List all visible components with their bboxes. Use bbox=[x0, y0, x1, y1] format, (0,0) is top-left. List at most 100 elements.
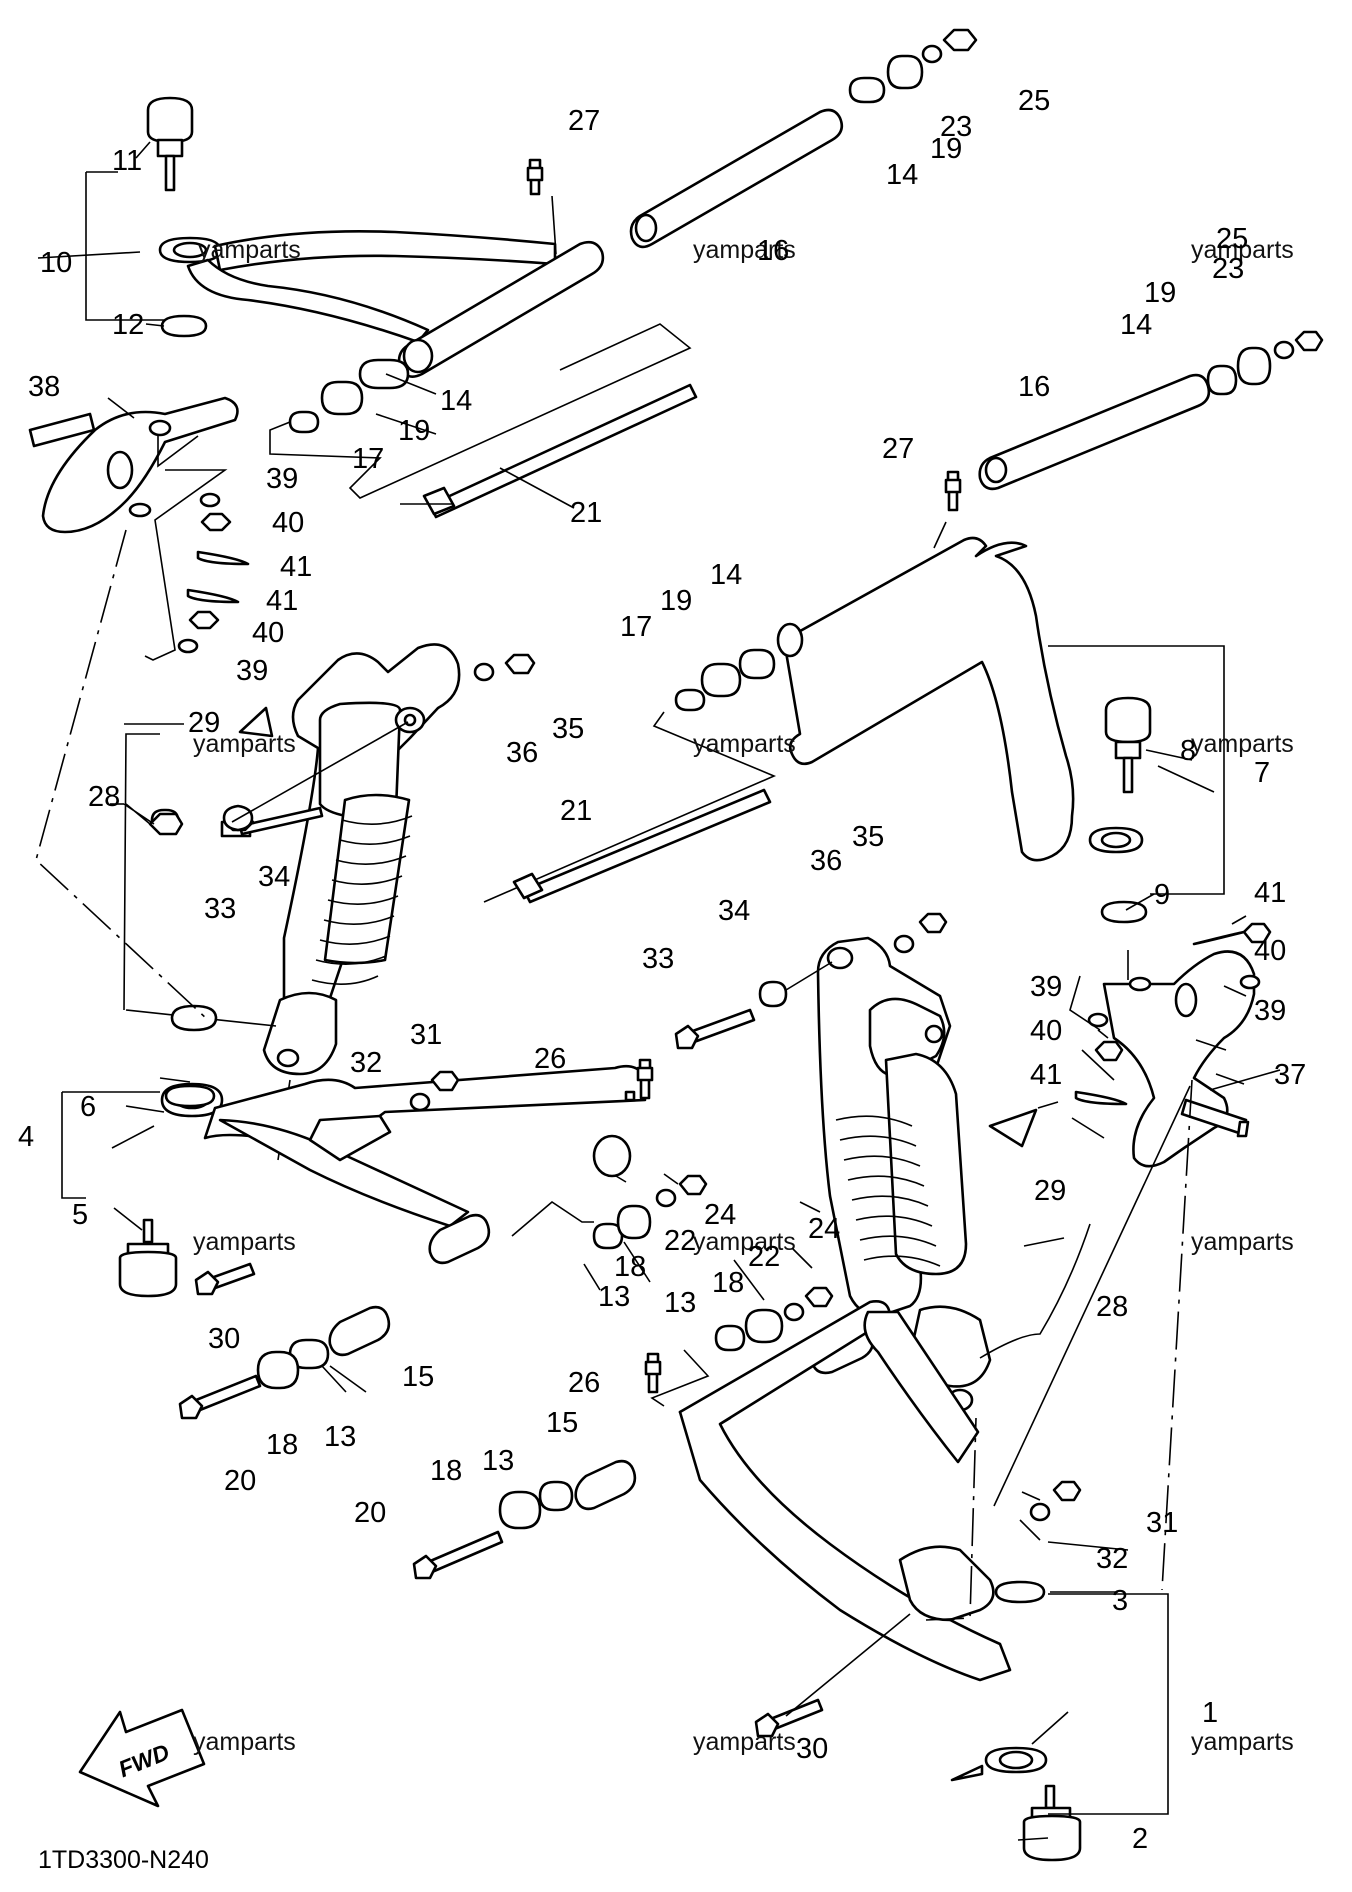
callout-18: 18 bbox=[614, 1251, 646, 1283]
callout-1: 1 bbox=[1202, 1697, 1218, 1729]
hardware-left-column bbox=[177, 492, 250, 654]
callout-41: 41 bbox=[266, 585, 298, 617]
watermark-text: yamparts bbox=[193, 730, 296, 758]
callout-28: 28 bbox=[1096, 1291, 1128, 1323]
callout-31: 31 bbox=[1146, 1507, 1178, 1539]
callout-14: 14 bbox=[886, 159, 918, 191]
callout-12: 12 bbox=[112, 309, 144, 341]
upper-arm-right bbox=[776, 330, 1324, 924]
callout-3: 3 bbox=[1112, 1585, 1128, 1617]
callout-39: 39 bbox=[1254, 995, 1286, 1027]
callout-28: 28 bbox=[88, 781, 120, 813]
callout-13: 13 bbox=[664, 1287, 696, 1319]
callout-9: 9 bbox=[1154, 879, 1170, 911]
callout-4: 4 bbox=[18, 1121, 34, 1153]
bushings-mid-upper bbox=[674, 648, 776, 712]
lower-bushings-mid bbox=[592, 1174, 708, 1250]
callout-41: 41 bbox=[280, 551, 312, 583]
drawing-code: 1TD3300-N240 bbox=[38, 1846, 209, 1874]
callout-41: 41 bbox=[1254, 877, 1286, 909]
callout-17: 17 bbox=[352, 443, 384, 475]
hardware-right-column bbox=[1074, 922, 1272, 1106]
callout-36: 36 bbox=[506, 737, 538, 769]
leader-lines bbox=[37, 141, 1281, 1841]
watermark-text: yamparts bbox=[193, 1228, 296, 1256]
callout-29: 29 bbox=[188, 707, 220, 739]
shock-absorber-left bbox=[262, 643, 461, 1076]
watermark-text: yamparts bbox=[693, 236, 796, 264]
callout-36: 36 bbox=[810, 845, 842, 877]
callout-21: 21 bbox=[570, 497, 602, 529]
callout-8: 8 bbox=[1180, 735, 1196, 767]
callout-23: 23 bbox=[1212, 253, 1244, 285]
callout-24: 24 bbox=[808, 1213, 840, 1245]
callout-40: 40 bbox=[252, 617, 284, 649]
callout-17: 17 bbox=[620, 611, 652, 643]
callout-27: 27 bbox=[568, 105, 600, 137]
watermarks: yamparts yamparts yamparts yamparts yamp… bbox=[193, 236, 1294, 1756]
watermark-text: yamparts bbox=[693, 1228, 796, 1256]
callout-2: 2 bbox=[1132, 1823, 1148, 1855]
callout-10: 10 bbox=[40, 247, 72, 279]
callout-22: 22 bbox=[664, 1225, 696, 1257]
callout-30: 30 bbox=[208, 1323, 240, 1355]
callout-15: 15 bbox=[402, 1361, 434, 1393]
callout-7: 7 bbox=[1254, 757, 1270, 789]
callout-32: 32 bbox=[1096, 1543, 1128, 1575]
upper-arm-left bbox=[146, 28, 978, 519]
watermark-text: yamparts bbox=[1191, 1728, 1294, 1756]
lower-bushings-right bbox=[412, 1286, 911, 1738]
callout-11: 11 bbox=[112, 145, 142, 177]
callout-34: 34 bbox=[258, 861, 290, 893]
callout-33: 33 bbox=[642, 943, 674, 975]
callout-20: 20 bbox=[224, 1465, 256, 1497]
knuckle-right bbox=[1102, 950, 1256, 1168]
callout-40: 40 bbox=[1030, 1015, 1062, 1047]
callout-16: 16 bbox=[1018, 371, 1050, 403]
callout-14: 14 bbox=[1120, 309, 1152, 341]
fwd-arrow: FWD bbox=[78, 1708, 206, 1808]
lower-bolts-left bbox=[178, 1262, 391, 1420]
callout-38: 38 bbox=[28, 371, 60, 403]
callout-34: 34 bbox=[718, 895, 750, 927]
callout-18: 18 bbox=[430, 1455, 462, 1487]
watermark-text: yamparts bbox=[193, 1728, 296, 1756]
callout-31: 31 bbox=[410, 1019, 442, 1051]
callout-19: 19 bbox=[1144, 277, 1176, 309]
callout-18: 18 bbox=[266, 1429, 298, 1461]
callout-40: 40 bbox=[1254, 935, 1286, 967]
watermark-text: yamparts bbox=[693, 1728, 796, 1756]
lower-arm-right bbox=[678, 1300, 1048, 1782]
callout-18: 18 bbox=[712, 1267, 744, 1299]
callout-26: 26 bbox=[534, 1043, 566, 1075]
callout-39: 39 bbox=[236, 655, 268, 687]
callout-19: 19 bbox=[930, 133, 962, 165]
callout-21: 21 bbox=[560, 795, 592, 827]
watermark-text: yamparts bbox=[1191, 1228, 1294, 1256]
callout-29: 29 bbox=[1034, 1175, 1066, 1207]
callout-40: 40 bbox=[272, 507, 304, 539]
callout-24: 24 bbox=[704, 1199, 736, 1231]
callout-16: 16 bbox=[757, 235, 789, 267]
callout-37: 37 bbox=[1274, 1059, 1306, 1091]
ball-joint-5 bbox=[118, 1218, 178, 1298]
callout-30: 30 bbox=[796, 1733, 828, 1765]
callout-22: 22 bbox=[748, 1241, 780, 1273]
callout-33: 33 bbox=[204, 893, 236, 925]
callout-20: 20 bbox=[354, 1497, 386, 1529]
watermark-text: yamparts bbox=[1191, 236, 1294, 264]
callout-19: 19 bbox=[660, 585, 692, 617]
callout-13: 13 bbox=[598, 1281, 630, 1313]
callout-39: 39 bbox=[266, 463, 298, 495]
callout-15: 15 bbox=[546, 1407, 578, 1439]
callout-14: 14 bbox=[710, 559, 742, 591]
callout-41: 41 bbox=[1030, 1059, 1062, 1091]
watermark-text: yamparts bbox=[693, 730, 796, 758]
callout-26: 26 bbox=[568, 1367, 600, 1399]
watermark-text: yamparts bbox=[1191, 730, 1294, 758]
shock-hardware-right bbox=[674, 912, 948, 1050]
ball-joint-2 bbox=[1022, 1784, 1082, 1862]
callout-19: 19 bbox=[398, 415, 430, 447]
